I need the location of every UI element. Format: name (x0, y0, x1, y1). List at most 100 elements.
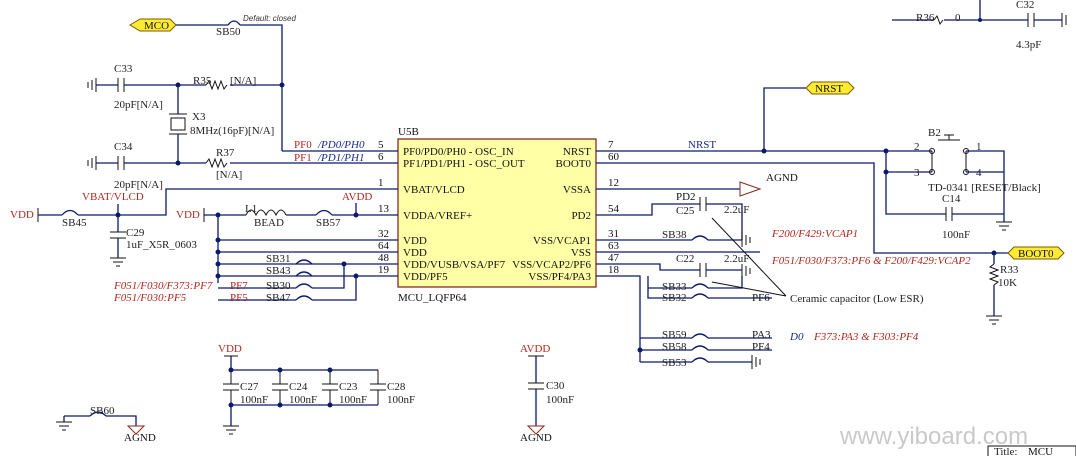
b2-right-wire (966, 150, 1005, 222)
junction (215, 212, 221, 218)
agnd-symbol (526, 425, 546, 435)
c28-ref: C28 (387, 381, 406, 393)
sb30-ref: SB30 (266, 280, 291, 292)
agnd-symbol (739, 181, 762, 197)
sb58-ref: SB58 (662, 341, 687, 353)
pd2-wire (596, 203, 700, 216)
net-pd0ph0: /PD0/PH0 (317, 139, 365, 151)
sb32-ref: SB32 (662, 292, 686, 304)
junction (277, 367, 283, 373)
mcu-pin-number: 7 (608, 139, 614, 151)
c24-capacitor (272, 370, 288, 405)
mcu-pin-number: 13 (378, 203, 390, 215)
mcu-pin-name: VDD (403, 247, 427, 259)
c14-symbol (945, 207, 953, 221)
c32-ref: C32 (1016, 0, 1034, 11)
junction (215, 237, 221, 243)
c28-capacitor (370, 370, 386, 405)
vbat-pin-wire (118, 188, 398, 216)
b2-ref: B2 (928, 127, 941, 139)
decoupling-bottom-rail (230, 404, 378, 426)
c25-right-wire (706, 203, 743, 240)
ground-symbol (110, 257, 126, 267)
x3-ref: X3 (192, 111, 206, 123)
b2-actuator (931, 134, 967, 172)
agnd-symbol (126, 425, 146, 435)
sb58-bridge (691, 345, 709, 351)
sb47-ref: SB47 (266, 292, 291, 304)
r36-symbol (933, 14, 944, 26)
junction (228, 402, 234, 408)
sb60-bridge (89, 411, 107, 417)
sb50-bridge (227, 20, 241, 26)
pf-wires (218, 264, 357, 301)
b2-pin4: 4 (976, 167, 982, 179)
net-nrst: NRST (688, 139, 716, 151)
junction (761, 148, 767, 154)
c23-capacitor (322, 370, 338, 405)
vss-pa3-wire (596, 275, 641, 338)
mcu-pin-name: NRST (563, 146, 591, 158)
vcap1-note: F200/F429:VCAP1 (771, 228, 858, 240)
x3-crystal (170, 117, 186, 131)
mcu-pin-name: PF0/PD0/PH0 - OSC_IN (403, 146, 514, 158)
sb30-bridge (295, 283, 313, 289)
sb60-right-wire (106, 415, 137, 426)
mcu-pin-name: BOOT0 (556, 158, 592, 170)
ground-symbol (87, 78, 97, 92)
sb45-ref: SB45 (62, 217, 87, 229)
c30-ref: C30 (546, 380, 565, 392)
boot0-port-label: BOOT0 (1018, 248, 1054, 260)
ground-symbol (1061, 13, 1067, 27)
net-pd1ph1: /PD1/PH1 (317, 152, 364, 164)
r33-value: 10K (998, 277, 1017, 289)
d0-label: D0 (789, 331, 804, 343)
net-pd2: PD2 (676, 191, 696, 203)
sb33-ref: SB33 (662, 281, 687, 293)
mcu-pin-name: VSS (571, 247, 591, 259)
sb45-bridge (61, 209, 79, 216)
sb47-bridge (295, 295, 313, 301)
c22-ref: C22 (676, 253, 694, 265)
c34-symbol (117, 156, 125, 170)
r35-ref: R35 (193, 75, 212, 87)
sb59-ref: SB59 (662, 329, 687, 341)
c14-value: 100nF (942, 229, 970, 241)
sb43-bridge (295, 271, 313, 277)
sb33-wires (647, 276, 692, 299)
mcu-pin-number: 31 (608, 228, 619, 240)
junction (327, 367, 333, 373)
agnd-label-right: AGND (766, 172, 798, 184)
sb31-bridge (295, 259, 313, 265)
mcu-pin-number: 60 (608, 151, 620, 163)
mcu-pin-number: 32 (378, 228, 389, 240)
c32-value: 4.3pF (1016, 39, 1041, 51)
c34-value: 20pF[N/A] (114, 179, 163, 191)
mcu-pin-name: VSSA (563, 184, 591, 196)
c27-capacitor (223, 370, 239, 405)
mcu-pin-number: 6 (378, 151, 384, 163)
r33-ref: R33 (1000, 264, 1019, 276)
sb31-ref: SB31 (266, 253, 290, 265)
mcu-pin-number: 63 (608, 240, 620, 252)
b2-pin3: 3 (914, 167, 920, 179)
c23-ref: C23 (339, 381, 358, 393)
sb57-bridge (315, 209, 333, 216)
c33-symbol (117, 78, 125, 92)
junction (353, 212, 359, 218)
pa3-note: F373:PA3 & F303:PF4 (813, 331, 919, 343)
junction (215, 249, 221, 255)
r35-value: [N/A] (230, 75, 256, 87)
avdd-label-bottom: AVDD (520, 343, 550, 355)
mcu-part: MCU_LQFP64 (398, 292, 467, 304)
l1-value: BEAD (254, 217, 284, 229)
pf7-note: F051/F030/F373:PF7 (113, 280, 213, 292)
c30-value: 100nF (546, 394, 574, 406)
c27-ref: C27 (240, 381, 259, 393)
mcu-pin-name: VDD (403, 235, 427, 247)
mcu-pin-number: 12 (608, 177, 619, 189)
c28-value: 100nF (387, 394, 415, 406)
